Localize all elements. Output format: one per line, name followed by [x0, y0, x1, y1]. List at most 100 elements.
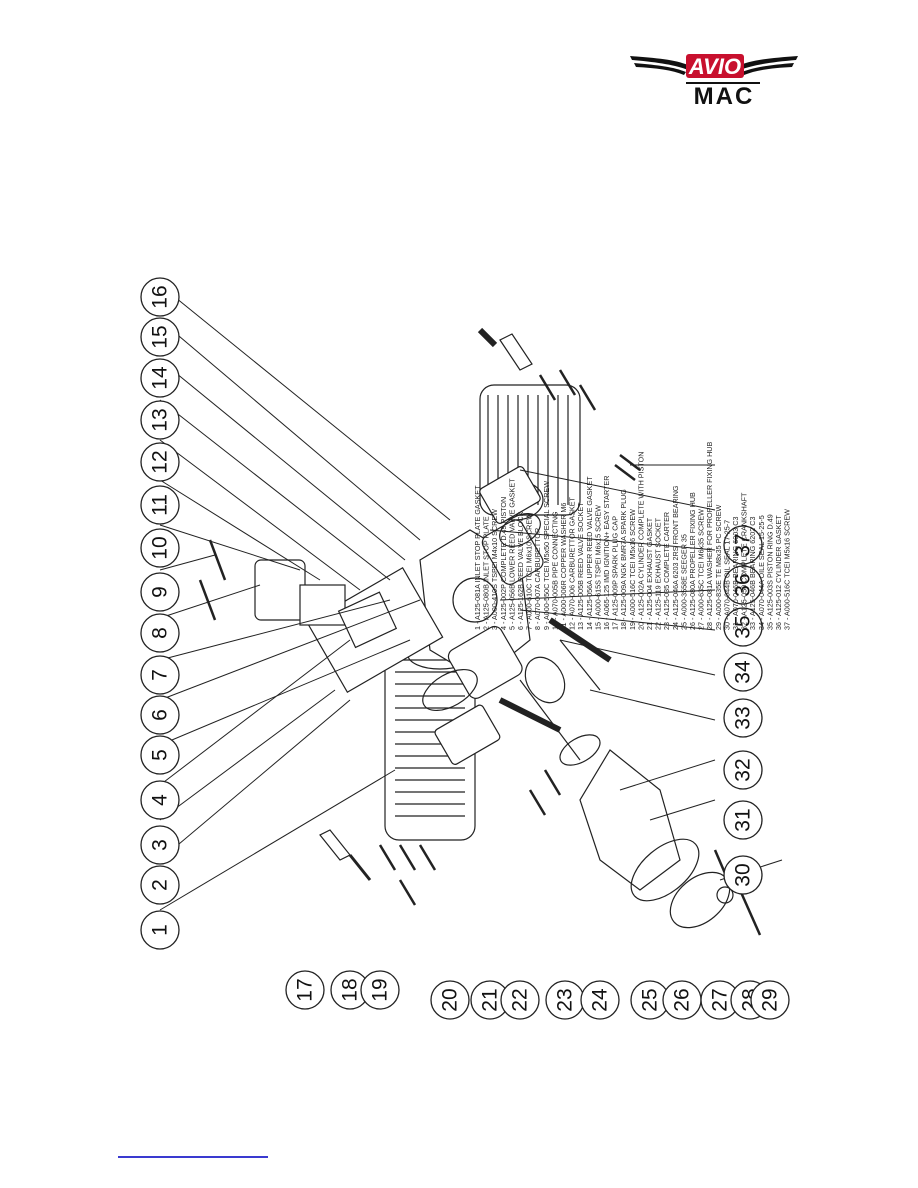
callout-27: 27 — [700, 980, 740, 1020]
callout-circle — [580, 980, 620, 1020]
callout-number: 30 — [732, 863, 755, 886]
callout-number: 4 — [149, 794, 172, 806]
callout-10: 10 — [140, 528, 180, 568]
callout-circle — [500, 980, 540, 1020]
callout-number: 8 — [149, 627, 172, 639]
left-cylinder-drawing — [384, 639, 476, 841]
callout-circle — [140, 358, 180, 398]
callout-20: 20 — [430, 980, 470, 1020]
callout-number: 24 — [589, 988, 612, 1012]
callout-number: 21 — [479, 988, 502, 1011]
callout-24: 24 — [580, 980, 620, 1020]
callout-number: 11 — [149, 494, 172, 516]
callout-7: 7 — [140, 655, 180, 695]
callout-34: 34 — [723, 652, 763, 692]
lower-housing-drawing — [579, 749, 734, 929]
callout-number: 18 — [339, 978, 362, 1001]
callout-15: 15 — [140, 317, 180, 357]
callout-16: 16 — [140, 277, 180, 317]
logo-top-text: AVIO — [688, 54, 741, 79]
callout-21: 21 — [470, 980, 510, 1020]
callout-number: 34 — [732, 660, 755, 684]
callout-circle — [723, 607, 763, 647]
callout-12: 12 — [140, 442, 180, 482]
callout-number: 9 — [149, 586, 172, 598]
callout-circle — [140, 655, 180, 695]
callout-circle — [140, 442, 180, 482]
callout-circle — [140, 572, 180, 612]
callout-11: 11 — [140, 485, 180, 525]
logo-bottom-text: MAC — [694, 83, 755, 110]
callout-number: 17 — [294, 978, 317, 1001]
callout-number: 31 — [732, 808, 755, 831]
callout-1: 1 — [140, 910, 180, 950]
callout-circle — [140, 485, 180, 525]
callout-number: 33 — [732, 706, 755, 729]
callout-4: 4 — [140, 780, 180, 820]
callout-circle — [750, 980, 790, 1020]
callout-number: 22 — [509, 988, 532, 1011]
callout-8: 8 — [140, 613, 180, 653]
callout-37: 37 — [723, 525, 763, 565]
callout-circle — [140, 277, 180, 317]
callout-29: 29 — [750, 980, 790, 1020]
callout-31: 31 — [723, 800, 763, 840]
callout-number: 12 — [149, 450, 172, 473]
callout-circle — [723, 855, 763, 895]
callout-36: 36 — [723, 565, 763, 605]
callout-circle — [140, 528, 180, 568]
crankshaft-drawing — [498, 617, 612, 766]
callout-32: 32 — [723, 750, 763, 790]
callout-number: 20 — [439, 988, 462, 1011]
callout-33: 33 — [723, 698, 763, 738]
callout-number: 13 — [149, 408, 172, 431]
callout-circle — [140, 317, 180, 357]
callout-circle — [723, 800, 763, 840]
callout-circle — [723, 750, 763, 790]
callout-5: 5 — [140, 735, 180, 775]
callout-number: 7 — [149, 669, 172, 681]
callout-circle — [140, 735, 180, 775]
callout-circle — [360, 970, 400, 1010]
callout-circle — [140, 865, 180, 905]
callout-circle — [723, 652, 763, 692]
callout-circle — [140, 400, 180, 440]
callout-number: 27 — [709, 988, 732, 1011]
callout-number: 32 — [732, 758, 755, 781]
callout-13: 13 — [140, 400, 180, 440]
callout-30: 30 — [723, 855, 763, 895]
callout-circle — [723, 698, 763, 738]
callout-number: 35 — [732, 615, 755, 638]
callout-19: 19 — [360, 970, 400, 1010]
callout-circle — [285, 970, 325, 1010]
callout-22: 22 — [500, 980, 540, 1020]
callout-circle — [140, 695, 180, 735]
callout-17: 17 — [285, 970, 325, 1010]
callout-number: 37 — [732, 533, 755, 556]
callout-6: 6 — [140, 695, 180, 735]
footer-hyperlink-underline[interactable] — [118, 1156, 268, 1158]
leader-lines — [159, 284, 783, 911]
callout-9: 9 — [140, 572, 180, 612]
callout-35: 35 — [723, 607, 763, 647]
callout-number: 1 — [149, 924, 172, 936]
callout-26: 26 — [662, 980, 702, 1020]
callout-number: 19 — [369, 978, 392, 1001]
callout-23: 23 — [545, 980, 585, 1020]
callout-number: 16 — [149, 285, 172, 308]
callout-number: 15 — [149, 325, 172, 348]
callout-3: 3 — [140, 825, 180, 865]
callout-circle — [723, 525, 763, 565]
callout-number: 36 — [732, 573, 755, 596]
callout-number: 26 — [671, 988, 694, 1011]
callout-circle — [140, 825, 180, 865]
callout-circle — [430, 980, 470, 1020]
callout-14: 14 — [140, 358, 180, 398]
callout-number: 5 — [149, 749, 172, 761]
avio-mac-logo: AVIO MAC — [630, 54, 798, 110]
callout-number: 14 — [149, 366, 172, 390]
piston-left-drawing — [447, 625, 523, 699]
callout-18: 18 — [330, 970, 370, 1010]
